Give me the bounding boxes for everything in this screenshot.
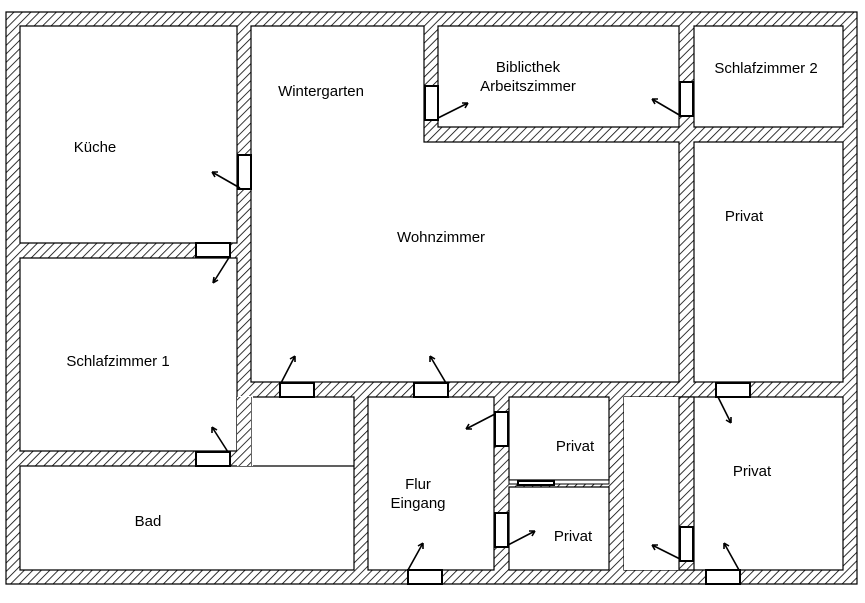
label-line: Privat	[733, 463, 772, 480]
door-kueche	[237, 154, 252, 190]
door-privat-corner	[705, 569, 741, 585]
arrow-icon	[717, 396, 732, 424]
label-line: Arbeitszimmer	[480, 78, 576, 95]
door-kueche-schlafzimmer	[195, 242, 231, 258]
label-line: Schlafzimmer 2	[714, 60, 817, 77]
label-privat-lower: Privat	[554, 528, 593, 545]
door-wintergarten-bibliothek	[424, 85, 439, 121]
label-bad: Bad	[135, 513, 162, 530]
thin-wall-privat	[508, 479, 610, 485]
label-line: Flur	[405, 476, 431, 493]
label-line: Schlafzimmer 1	[66, 353, 169, 370]
arrow-icon	[429, 355, 447, 384]
arrow-icon	[723, 542, 740, 571]
door-thin-sliding	[517, 480, 555, 486]
label-wohnzimmer: Wohnzimmer	[397, 229, 485, 246]
doors	[195, 81, 751, 585]
label-schlafzimmer2: Schlafzimmer 2	[714, 60, 817, 77]
label-line: Privat	[725, 208, 764, 225]
arrow-icon	[651, 544, 681, 560]
arrow-icon	[437, 102, 469, 119]
label-privat-upper: Privat	[556, 438, 595, 455]
label-line: Biblicthek	[496, 59, 561, 76]
label-wintergarten: Wintergarten	[278, 83, 364, 100]
door-privat-right	[715, 382, 751, 398]
label-line: Küche	[74, 139, 117, 156]
label-line: Eingang	[390, 495, 445, 512]
arrow-icon	[211, 171, 241, 189]
door-schlafzimmer1	[195, 451, 231, 467]
arrow-icon	[407, 542, 424, 571]
label-line: Privat	[554, 528, 593, 545]
arrow-icon	[465, 413, 496, 430]
label-line: Wintergarten	[278, 83, 364, 100]
label-line: Bad	[135, 513, 162, 530]
label-privat-bottom-right: Privat	[733, 463, 772, 480]
door-schlafzimmer2	[679, 81, 694, 117]
label-schlafzimmer1: Schlafzimmer 1	[66, 353, 169, 370]
door-wohnzimmer-left	[279, 382, 315, 398]
arrow-icon	[651, 98, 682, 117]
door-eingang	[407, 569, 443, 585]
arrow-icon	[280, 355, 296, 384]
wall-fill	[237, 397, 251, 466]
arrow-icon	[507, 530, 536, 546]
label-line: Privat	[556, 438, 595, 455]
arrow-icon	[211, 426, 229, 453]
door-privat-upper	[494, 411, 509, 447]
label-line: Wohnzimmer	[397, 229, 485, 246]
label-privat-right: Privat	[725, 208, 764, 225]
label-kueche: Küche	[74, 139, 117, 156]
door-privat-lower	[494, 512, 509, 548]
door-wohnzimmer-flur	[413, 382, 449, 398]
arrow-icon	[212, 255, 231, 284]
door-privat-bottom-right	[679, 526, 694, 562]
door-arrows	[211, 98, 740, 571]
